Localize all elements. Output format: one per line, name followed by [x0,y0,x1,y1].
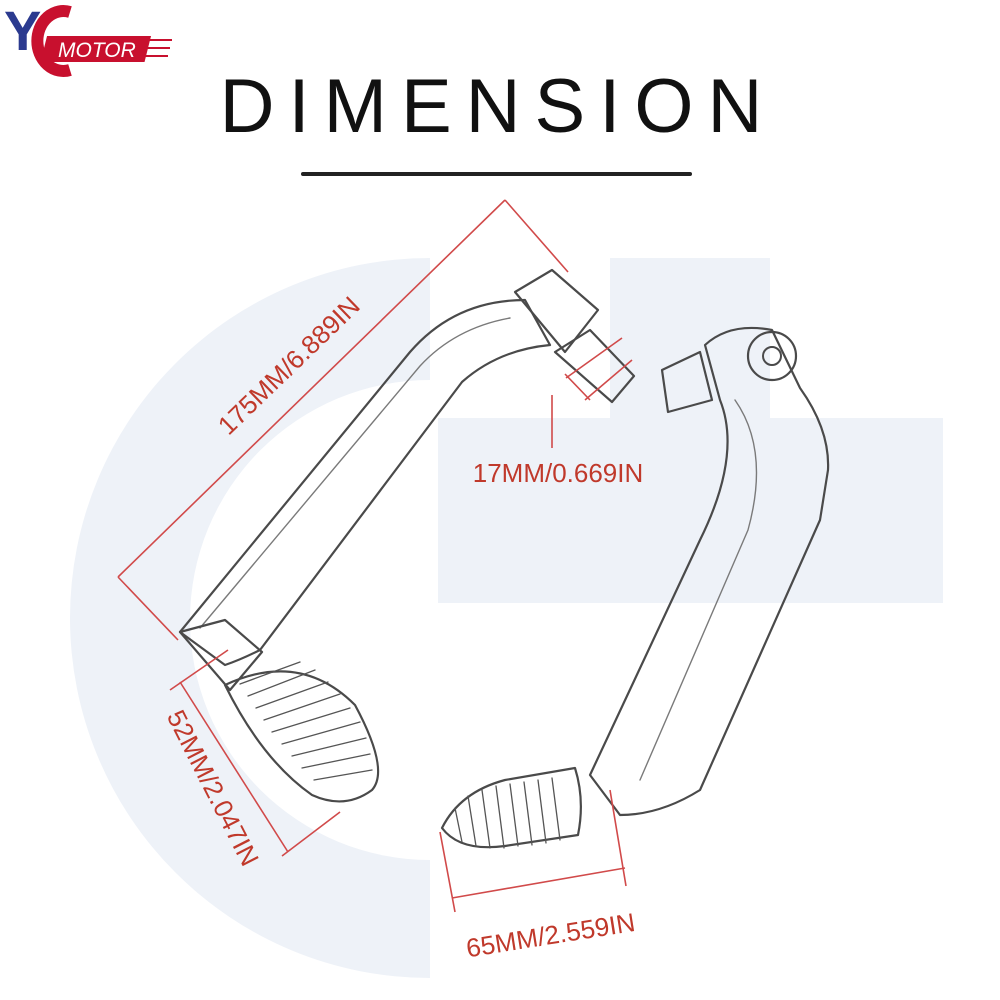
guard-arm-right-bevel [639,399,758,781]
bar-diameter-tick-1 [565,337,623,379]
grip-bottom-label: 65MM/2.559IN [464,907,637,963]
length-dimension-line [117,199,506,578]
left-grip-ridges [239,661,373,781]
length-extension-bottom [117,576,179,641]
grip-bottom-extension-right [609,789,627,887]
brand-logo: Y MOTOR [4,0,172,77]
length-extension-top [504,199,569,273]
dimension-bar-diameter [551,337,633,448]
grip-left-extension-top [169,649,229,691]
guard-grip-collar [178,618,264,692]
page-title: DIMENSION [220,64,777,149]
bar-diameter-dimension-line [564,373,591,401]
guard-arm-right [588,326,830,817]
guard-bar-end-plug [553,328,636,404]
logo-word: MOTOR [58,39,136,62]
right-lever-guard [440,326,830,849]
right-grip-ridges [454,777,561,849]
grip-left-extension-bottom [281,811,341,857]
dimension-grip-bottom [439,789,627,913]
grip-bottom-dimension-line [451,867,626,899]
guard-mount-block [513,268,600,354]
background-watermark [70,258,943,978]
right-bar-end-plug [660,350,714,414]
grip-bottom-extension-left [439,831,456,913]
left-lever-guard [178,268,636,803]
bar-diameter-label: 17MM/0.669IN [473,458,644,488]
dimension-grip-left [169,649,341,857]
left-grip-weight [223,670,380,803]
right-grip-weight [440,766,582,849]
right-mount-ring [746,330,798,382]
guard-arm [178,298,552,667]
grip-left-dimension-line [179,681,289,853]
right-mount-bolt [762,346,782,366]
logo-letter-c-shape [31,5,72,77]
bar-diameter-tick-2 [584,359,633,401]
dimension-length [117,199,569,641]
guard-arm-bevel [199,317,511,629]
